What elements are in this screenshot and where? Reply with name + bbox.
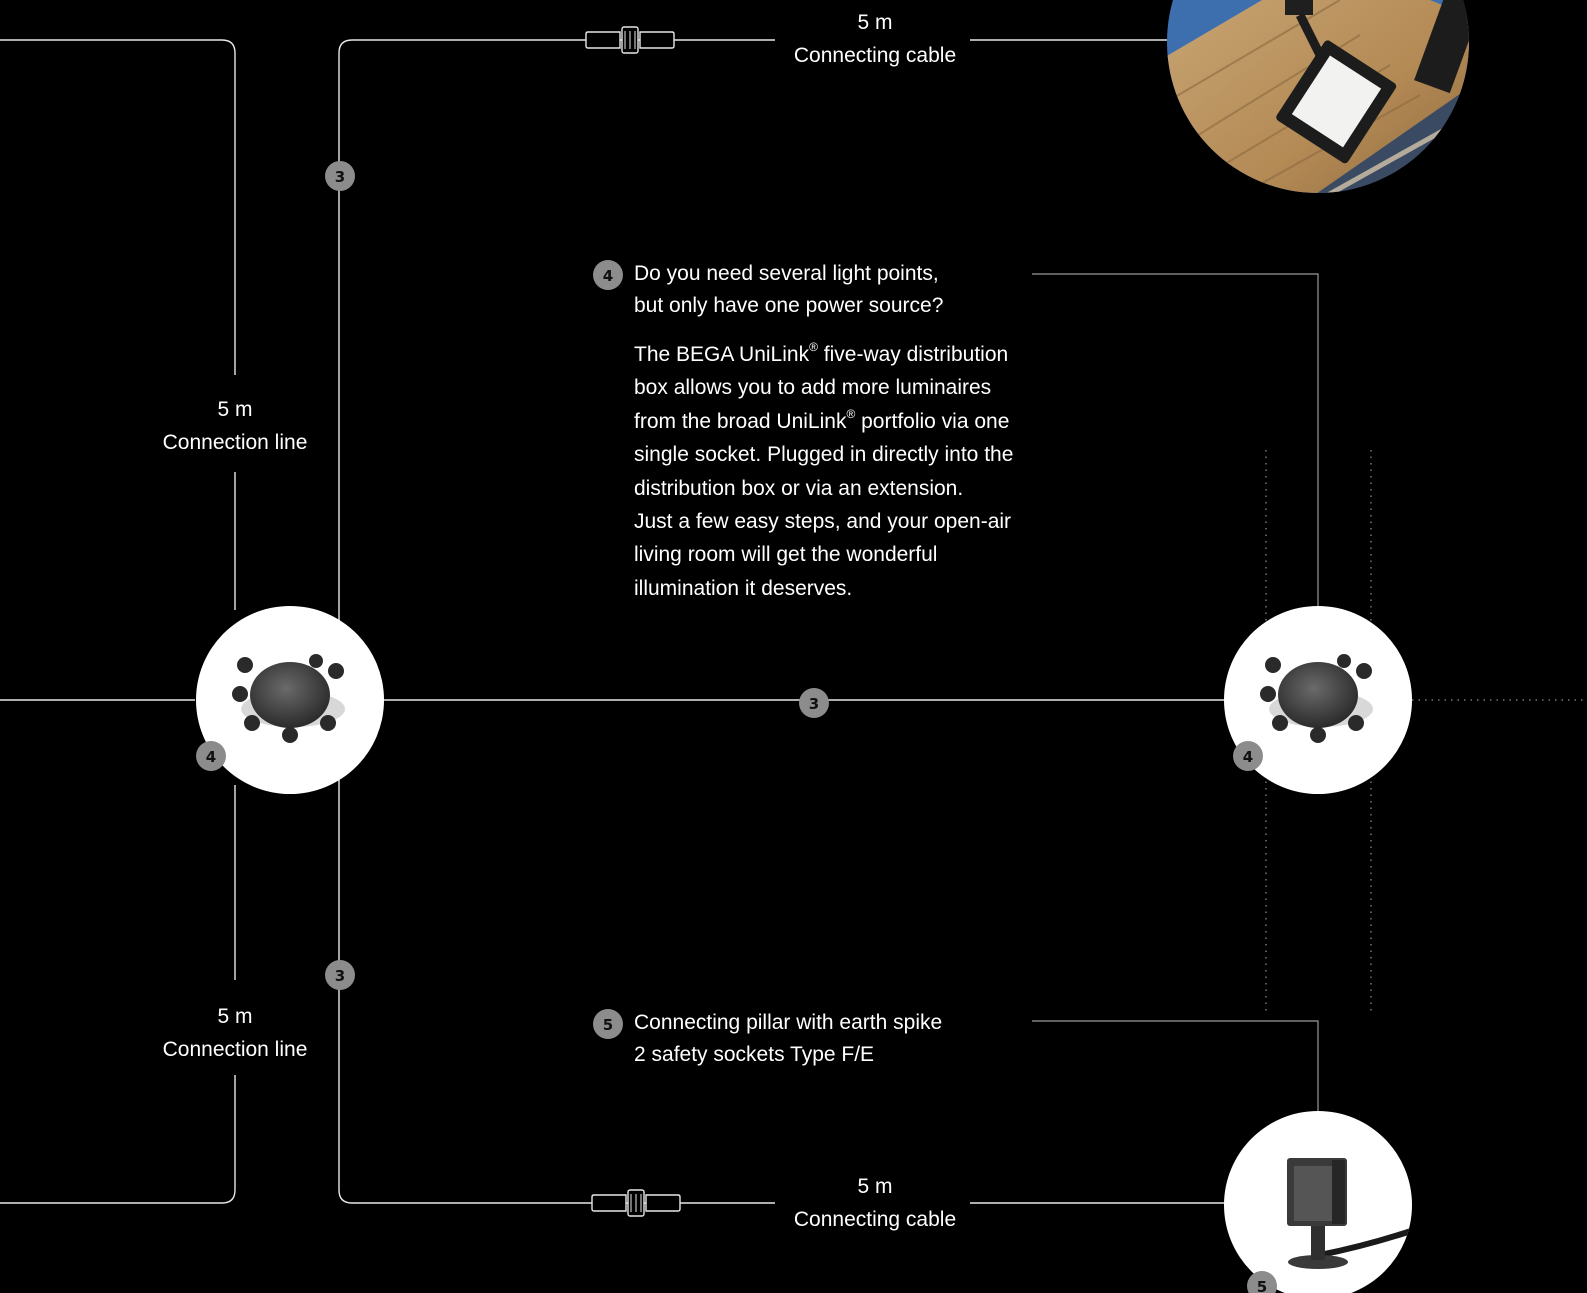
plug-connector-top	[585, 26, 675, 54]
badge-4-left-node: 4	[196, 741, 226, 771]
upper-connection-name: Connection line	[162, 431, 308, 454]
item4-heading-line-1: Do you need several light points,	[634, 262, 939, 285]
item4-body-line-1: The BEGA UniLink® five-way distribution	[634, 340, 1009, 366]
item5-text: Connecting pillar with earth spike 2 saf…	[634, 1007, 942, 1071]
plug-connector-bottom	[591, 1189, 681, 1217]
badge-4-text: 4	[593, 260, 623, 290]
left-outer-bottom-line	[0, 1075, 236, 1204]
badge-3-upper: 3	[325, 161, 355, 191]
top-cable-length: 5 m	[857, 11, 893, 34]
distribution-box-left	[196, 606, 384, 794]
item4-body-line-4: single socket. Plugged in directly into …	[634, 443, 1014, 467]
registered-mark: ®	[846, 406, 856, 421]
badge-3-center: 3	[799, 688, 829, 718]
item4-heading: Do you need several light points, but on…	[634, 258, 943, 322]
svg-text:5: 5	[603, 1016, 613, 1034]
floodlight-photo	[1167, 0, 1469, 193]
cable-lines	[0, 39, 1225, 1204]
top-cable-label: 5 m Connecting cable	[770, 6, 980, 72]
svg-text:3: 3	[335, 967, 345, 985]
lower-connection-line-label: 5 m Connection line	[140, 1000, 330, 1066]
badge-5-text: 5	[593, 1009, 623, 1039]
connecting-pillar-image	[1224, 1111, 1412, 1293]
registered-mark: ®	[809, 340, 818, 354]
item4-heading-line-2: but only have one power source?	[634, 294, 944, 317]
top-cable-name: Connecting cable	[793, 44, 957, 67]
lower-connection-length: 5 m	[217, 1005, 253, 1028]
badge-5-pillar: 5	[1247, 1271, 1277, 1293]
item4-body-line-2: box allows you to add more luminaires	[634, 376, 992, 400]
item5-line-2: 2 safety sockets Type F/E	[634, 1043, 875, 1066]
upper-connection-line-label: 5 m Connection line	[140, 393, 330, 459]
svg-text:3: 3	[809, 695, 819, 713]
svg-text:4: 4	[1243, 748, 1253, 766]
item4-body-line-3: from the broad UniLink® portfolio via on…	[634, 406, 1010, 433]
svg-text:4: 4	[603, 267, 613, 285]
distribution-box-right	[1224, 606, 1412, 794]
badge-3-lower: 3	[325, 960, 355, 990]
svg-text:5: 5	[1257, 1278, 1267, 1293]
pointer-lines	[1032, 273, 1319, 1129]
item4-body-line-6: Just a few easy steps, and your open-air	[634, 510, 1012, 534]
badge-4-right-node: 4	[1233, 741, 1263, 771]
bottom-cable-label: 5 m Connecting cable	[770, 1170, 980, 1236]
lower-connection-name: Connection line	[162, 1038, 308, 1061]
item4-description: The BEGA UniLink® five-way distribution …	[634, 338, 1054, 605]
item5-line-1: Connecting pillar with earth spike	[634, 1011, 943, 1034]
svg-text:3: 3	[335, 168, 345, 186]
bottom-cable-name: Connecting cable	[793, 1208, 957, 1231]
left-outer-top-line	[0, 39, 236, 375]
item4-body-line-5: distribution box or via an extension.	[634, 476, 964, 500]
bottom-cable-length: 5 m	[857, 1175, 893, 1198]
svg-text:4: 4	[206, 748, 216, 766]
item4-body-line-8: illumination it deserves.	[634, 576, 853, 600]
trunk-top-line	[338, 39, 775, 625]
upper-connection-length: 5 m	[217, 398, 253, 421]
trunk-bottom-line	[338, 780, 775, 1204]
item4-body-line-7: living room will get the wonderful	[634, 543, 938, 567]
